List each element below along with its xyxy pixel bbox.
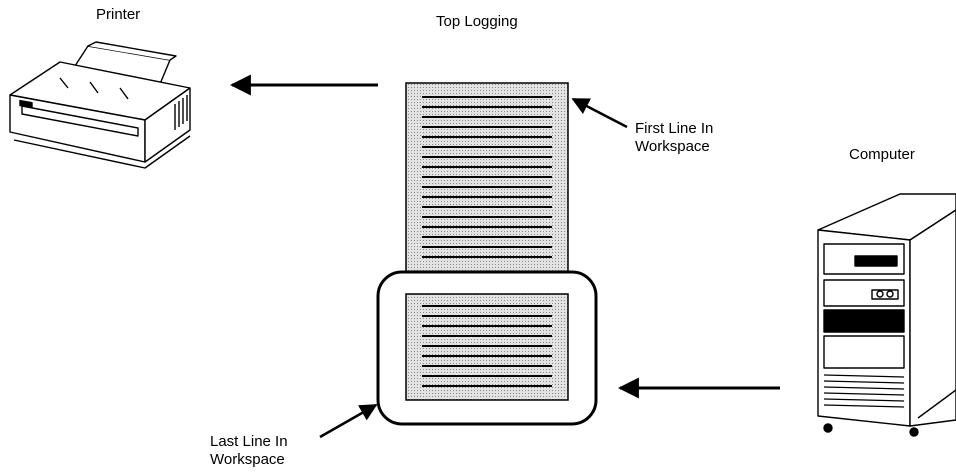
first-line-label-line1: First Line In xyxy=(635,120,714,137)
last-line-label-line1: Last Line In xyxy=(210,433,288,450)
first-line-label-line2: Workspace xyxy=(635,138,710,155)
arrow-last-line xyxy=(319,403,378,439)
computer-label: Computer xyxy=(849,146,915,163)
first-line-label: First Line In Workspace xyxy=(635,120,713,156)
printer-label: Printer xyxy=(96,6,141,23)
log-paper-top xyxy=(405,82,569,282)
last-line-label: Last Line In Workspace xyxy=(210,433,288,469)
diagram-title: Top Logging xyxy=(436,13,518,30)
computer-cabinet-icon xyxy=(817,193,956,437)
printer-icon xyxy=(9,41,191,169)
workspace-frame xyxy=(376,270,598,426)
arrow-first-line xyxy=(571,97,628,129)
last-line-label-line2: Workspace xyxy=(210,451,285,468)
